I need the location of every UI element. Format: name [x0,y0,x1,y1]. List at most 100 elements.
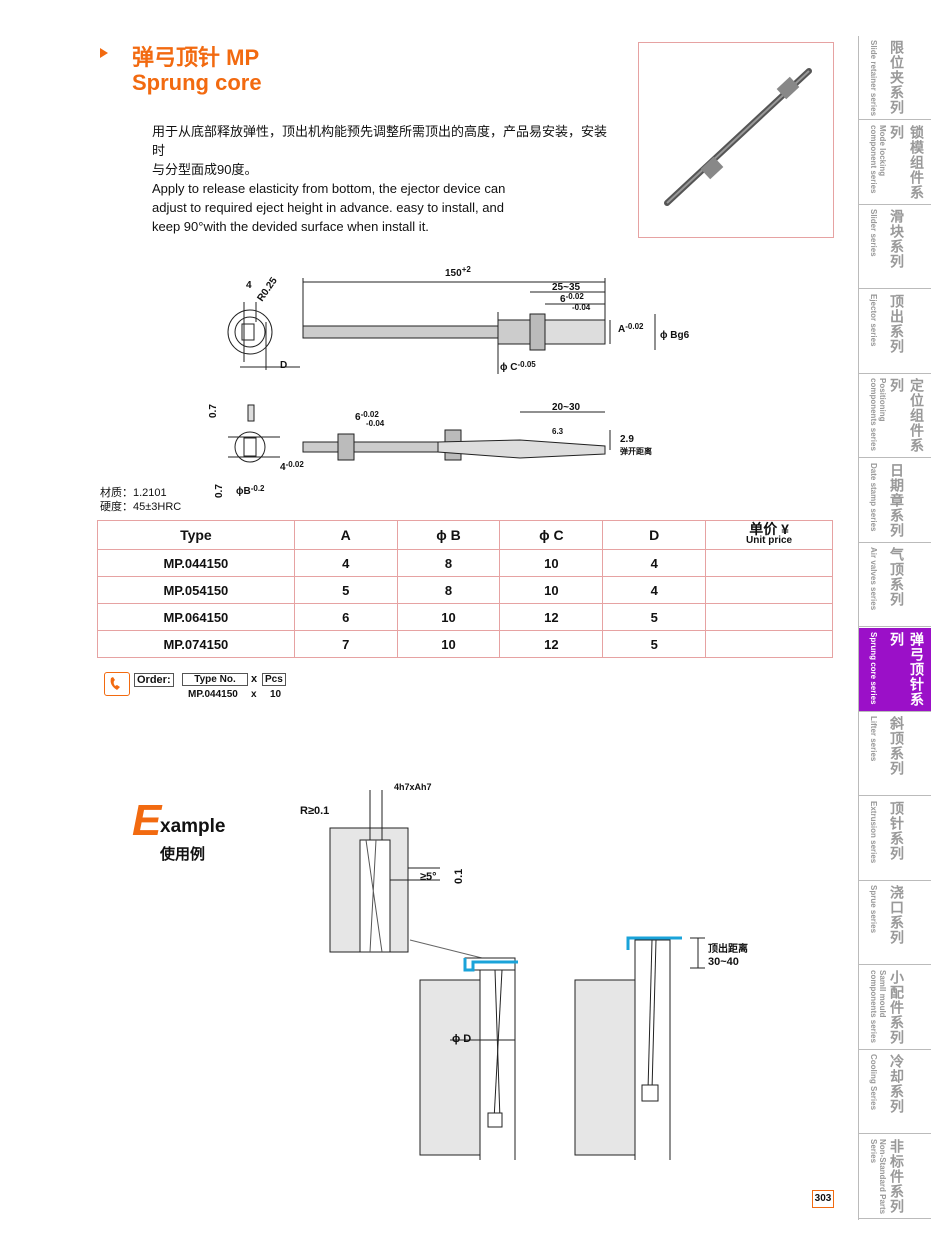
dim-d: D [280,360,287,371]
sidebar-tab-label-cn: 限位夹系列 [889,40,905,115]
desc-en-line1: Apply to release elasticity from bottom,… [152,181,506,196]
dim-b: ϕB-0.2 [236,484,265,497]
ex-fit: 4h7xAh7 [394,782,432,792]
cell-type: MP.064150 [97,603,295,631]
col-c: ϕ C [499,520,604,550]
example-title: xample [160,816,226,837]
cell-b: 10 [396,603,501,631]
cell-c: 10 [499,549,604,577]
sidebar-tab-label-en: Date stamp series [869,462,878,531]
sidebar-tab-label-en: Cooling Series [869,1054,878,1111]
sidebar-tab-label-cn: 冷却系列 [889,1054,905,1114]
cell-a: 4 [293,549,398,577]
ex-eject-cn: 顶出距离 [708,942,748,955]
page-title-en: Sprung core [132,70,262,95]
price-cn: 单价 ¥ [749,521,789,537]
dim-29: 2.9 [620,434,634,445]
sidebar-tab-label-cn: 日期章系列 [889,462,905,538]
sidebar-tab-label-cn: 顶出系列 [889,293,905,354]
cell-d: 4 [602,549,707,577]
product-photo [638,42,834,238]
sidebar-tab-label-en: Air valves series [869,547,878,611]
order-example-qty: 10 [270,689,282,700]
sidebar-tab-label-cn: 顶针系列 [889,800,905,861]
sidebar-tab[interactable]: 限位夹系列 Slide retainer series [859,36,931,120]
dim-a: A-0.02 [618,322,644,335]
cell-d: 4 [602,576,707,604]
table-row: MP.054150 5 8 10 4 [97,576,833,604]
sidebar-tab-label-en: Positioning components series [869,378,887,451]
spec-table: Type A ϕ B ϕ C D 单价 ¥ Unit price MP.0441… [97,520,833,658]
col-b: ϕ B [396,520,501,550]
example-initial: E [132,796,162,845]
dim-25-35: 25~35 [552,282,581,293]
cell-type: MP.054150 [97,576,295,604]
desc-en-line3: keep 90°with the devided surface when in… [152,219,429,234]
cell-b: 8 [396,549,501,577]
dim-63: 6.3 [552,427,564,436]
ex-angle: ≥5° [420,871,437,883]
dim-top-4: 4 [246,280,252,291]
ex-v01: 0.1 [453,869,465,884]
sidebar-tab-label-en: Ejector series [869,293,878,346]
sidebar-tab-label-cn: 非标件系列 [889,1138,905,1214]
cell-type: MP.044150 [97,549,295,577]
sidebar-tab[interactable]: 顶出系列 Ejector series [859,290,931,374]
dim-6a-tol2: -0.04 [572,303,591,312]
desc-cn-line2: 与分型面成90度。 [152,162,258,177]
technical-drawing: 4 R0.25 D 150+2 25~35 6-0.02 -0.04 A-0.0… [208,265,690,498]
sidebar-tab-label-cn: 浇口系列 [889,885,905,945]
cell-price [705,576,833,604]
title-arrow-icon [100,48,108,58]
material-line: 材质：1.2101 [100,487,167,499]
sidebar-tab-label-cn: 定位组件系列 [889,378,925,453]
col-a: A [293,520,398,550]
sidebar-tab-label-en: Non-Standard Parts Series [869,1138,887,1214]
order-x: x [251,673,258,685]
cell-c: 12 [499,603,604,631]
desc-cn-line1: 用于从底部释放弹性，顶出机构能预先调整所需顶出的高度，产品易安装，安装时 [152,124,608,158]
col-d: D [602,520,707,550]
dim-r025: R0.25 [255,275,280,304]
dim-6b: 6-0.02 [355,410,379,423]
sidebar-tab-label-en: Lifter series [869,716,878,762]
cell-price [705,549,833,577]
cell-d: 5 [602,630,707,658]
phone-order-icon [104,672,130,696]
dim-spring-dist: 弹开距离 [620,446,652,456]
sidebar-tab[interactable]: 冷却系列 Cooling Series [859,1050,931,1134]
dim-c: ϕ C-0.05 [500,360,536,373]
cell-type: MP.074150 [97,630,295,658]
table-row: MP.044150 4 8 10 4 [97,549,833,577]
dim-07b: 0.7 [214,484,225,498]
sidebar-tab-label-en: Slider series [869,209,878,257]
ex-r01: R≥0.1 [300,805,329,817]
dim-6a: 6-0.02 [560,292,584,305]
dim-four: 4-0.02 [280,460,304,473]
order-example-x: x [251,689,257,700]
sidebar-tab[interactable]: 滑块系列 Slider series [859,205,931,289]
desc-en-line2: adjust to required eject height in advan… [152,200,504,215]
sidebar-tab-label-cn: 锁模组件系列 [889,124,925,200]
cell-c: 12 [499,630,604,658]
cell-b: 8 [396,576,501,604]
example-title-cn: 使用例 [160,846,206,863]
order-pcs: Pcs [262,673,286,686]
sidebar-tab-label-cn: 滑块系列 [889,209,905,269]
ex-eject-range: 30~40 [708,956,739,968]
price-en: Unit price [746,535,793,546]
sidebar-tab[interactable]: 日期章系列 Date stamp series [859,459,931,543]
description: 用于从底部释放弹性，顶出机构能预先调整所需顶出的高度，产品易安装，安装时 与分型… [152,122,612,236]
sidebar-tab-label-cn: 小配件系列 [889,969,905,1045]
sidebar-tab-label-en: Slide retainer series [869,40,878,117]
cell-b: 10 [396,630,501,658]
